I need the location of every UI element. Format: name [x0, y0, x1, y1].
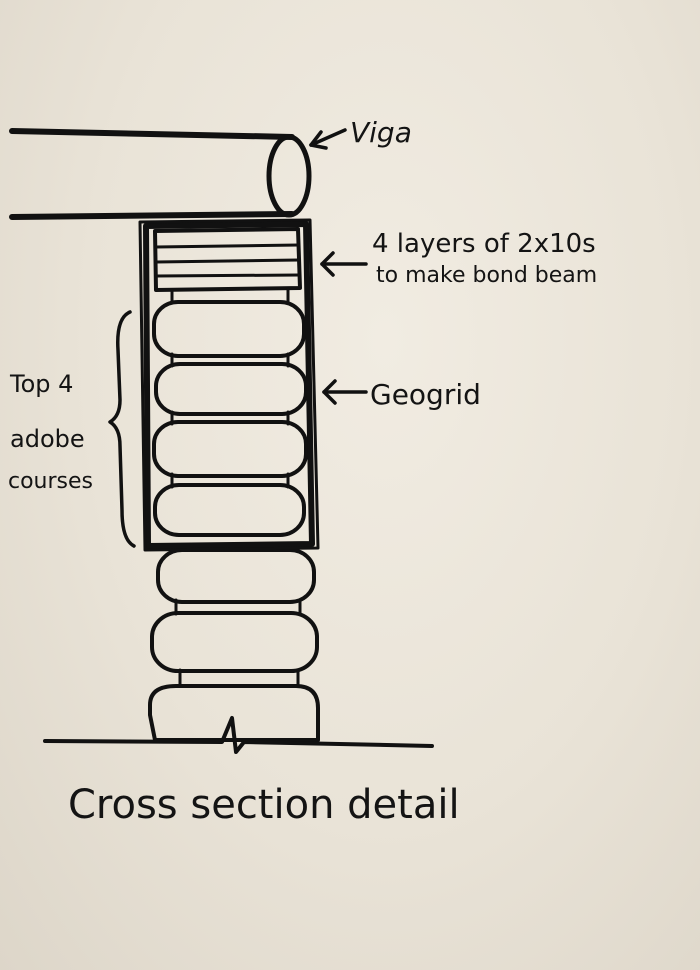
adobe-course-7 — [148, 684, 320, 742]
bond-beam-label-line2: to make bond beam — [376, 263, 597, 288]
ground-line — [43, 716, 434, 754]
adobe-course-6 — [150, 611, 319, 673]
bond-beam-label-line1: 4 layers of 2x10s — [372, 229, 596, 259]
diagram-caption: Cross section detail — [68, 782, 460, 828]
viga-beam — [9, 128, 312, 220]
adobe-course-2 — [154, 362, 308, 416]
adobe-course-4 — [153, 483, 306, 537]
curly-brace-icon — [108, 310, 136, 548]
courses-label-line2: adobe — [10, 425, 85, 453]
courses-label-line1: Top 4 — [9, 370, 73, 398]
adobe-course-5 — [156, 548, 316, 604]
left-arrow-icon — [320, 251, 368, 277]
viga-label: Viga — [350, 116, 412, 149]
geogrid-wrap — [138, 218, 320, 552]
adobe-course-3 — [152, 420, 308, 478]
adobe-courses — [148, 300, 320, 742]
mortar-joints — [170, 287, 302, 688]
bond-beam — [153, 227, 302, 292]
left-arrow-icon — [322, 379, 368, 405]
geogrid-label: Geogrid — [370, 378, 481, 411]
adobe-course-1 — [152, 300, 306, 358]
left-arrow-icon — [309, 128, 347, 150]
courses-label-line3: courses — [8, 469, 93, 494]
